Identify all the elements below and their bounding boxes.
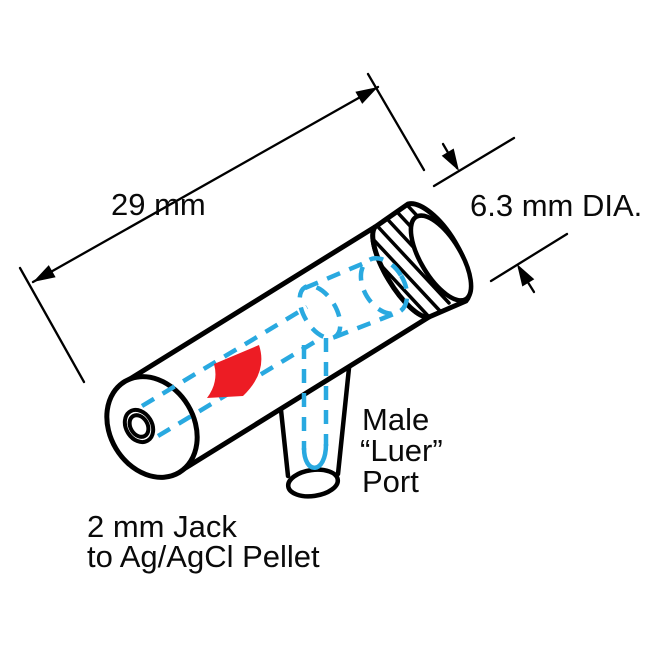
- length-extension-line-left: [18, 266, 86, 384]
- jack-label-line1: 2 mm Jack: [87, 509, 237, 544]
- luer-port-left-edge: [278, 407, 291, 479]
- diameter-extension-line-upper: [432, 136, 516, 188]
- diameter-dimension-label: 6.3 mm DIA.: [470, 188, 642, 223]
- port-bore-bottom-curve: [301, 443, 329, 470]
- diameter-dimension: 6.3 mm DIA.: [432, 136, 642, 294]
- luer-port: [278, 365, 352, 499]
- diameter-extension-line-lower: [489, 232, 569, 283]
- diameter-arrowhead-lower: [517, 264, 535, 287]
- cavity-wall-upper-dashed: [304, 258, 370, 291]
- length-arrowhead-right: [355, 87, 378, 104]
- luer-label-line1: Male: [362, 402, 429, 437]
- jack-label: 2 mm Jack to Ag/AgCl Pellet: [87, 509, 320, 574]
- length-arrowhead-left: [33, 265, 56, 282]
- luer-label-line3: Port: [362, 464, 419, 499]
- cavity-dashed-ellipse: [358, 256, 410, 316]
- jack-socket-inner-ring: [127, 413, 151, 439]
- length-dimension-line: [31, 85, 380, 284]
- bore-upper-dashed-line: [140, 305, 309, 408]
- luer-port-fill: [281, 368, 349, 489]
- cap-face: [408, 213, 474, 303]
- luer-bore-dashed: [301, 338, 329, 470]
- jack-label-line2: to Ag/AgCl Pellet: [87, 539, 320, 574]
- luer-port-label: Male “Luer” Port: [360, 402, 443, 499]
- length-extension-line-right: [366, 72, 426, 172]
- length-dimension: 29 mm: [18, 72, 426, 384]
- marker-band: [207, 345, 262, 398]
- luer-port-right-edge: [335, 365, 352, 477]
- internal-bore-dashed: [140, 256, 410, 438]
- length-dimension-label: 29 mm: [111, 187, 206, 222]
- bore-lower-dashed-line: [156, 338, 320, 438]
- diameter-arrowhead-upper: [441, 148, 459, 171]
- luer-label-line2: “Luer”: [360, 433, 443, 468]
- cavity-wall-lower-dashed: [334, 309, 400, 340]
- luer-port-opening: [285, 467, 341, 499]
